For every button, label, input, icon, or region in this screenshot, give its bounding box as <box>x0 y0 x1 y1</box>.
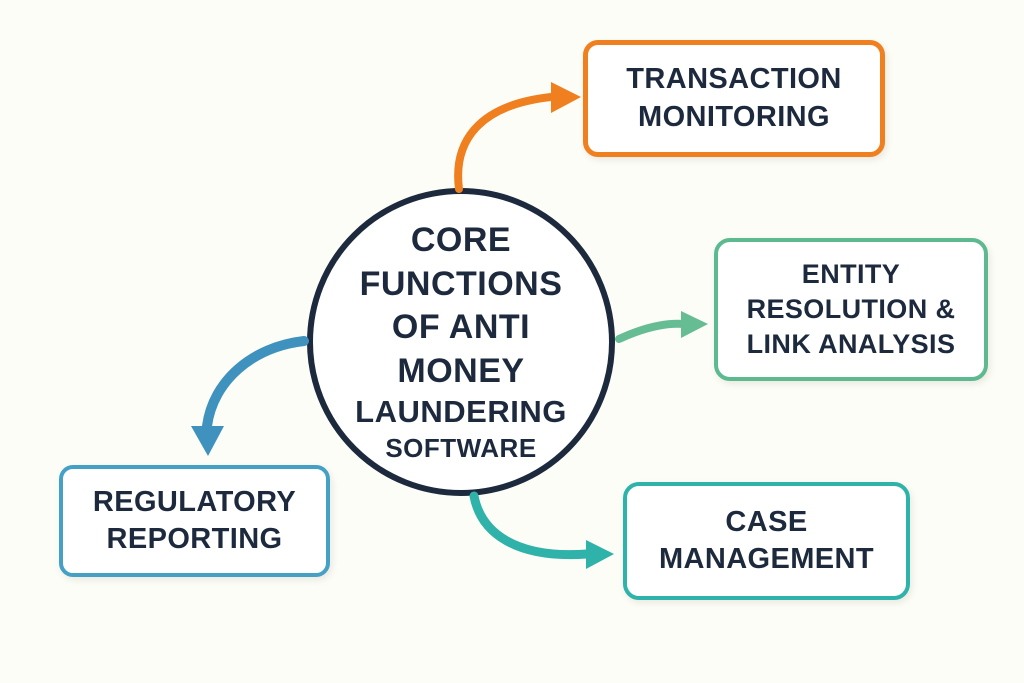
node-label-line: RESOLUTION & <box>746 293 956 324</box>
node-label-line: LINK ANALYSIS <box>746 329 956 360</box>
node-label-line: MONITORING <box>638 100 830 133</box>
arrowhead-regulatory-reporting-icon <box>191 426 224 456</box>
arrow-to-entity-resolution <box>615 319 688 343</box>
arrowhead-entity-resolution-icon <box>681 311 708 338</box>
node-label-line: TRANSACTION <box>626 63 842 96</box>
arrow-to-case-management <box>469 491 592 560</box>
central-label-line: SOFTWARE <box>385 433 537 464</box>
node-regulatory-reporting: REGULATORY REPORTING <box>59 465 330 577</box>
arrow-to-regulatory-reporting <box>202 336 309 431</box>
node-transaction-monitoring: TRANSACTION MONITORING <box>583 40 885 157</box>
arrow-to-transaction-monitoring <box>454 93 555 193</box>
central-node-label: CORE FUNCTIONS OF ANTI MONEY LAUNDERING … <box>321 212 601 472</box>
central-label-line: MONEY <box>397 351 525 390</box>
node-case-management: CASE MANAGEMENT <box>623 482 910 600</box>
node-label-line: CASE <box>725 505 808 538</box>
arrowhead-case-management-icon <box>586 540 614 569</box>
arrowhead-transaction-monitoring-icon <box>551 82 581 113</box>
central-label-line: LAUNDERING <box>355 394 567 430</box>
node-entity-resolution-link-analysis: ENTITY RESOLUTION & LINK ANALYSIS <box>714 238 988 381</box>
node-label-line: REGULATORY <box>92 485 297 518</box>
node-label-line: MANAGEMENT <box>658 543 875 575</box>
node-label-line: ENTITY <box>801 258 901 289</box>
node-label-line: REPORTING <box>106 523 283 555</box>
central-label-line: CORE <box>410 221 512 260</box>
central-label-line: OF ANTI <box>391 308 531 347</box>
central-label-line: FUNCTIONS <box>359 264 563 303</box>
